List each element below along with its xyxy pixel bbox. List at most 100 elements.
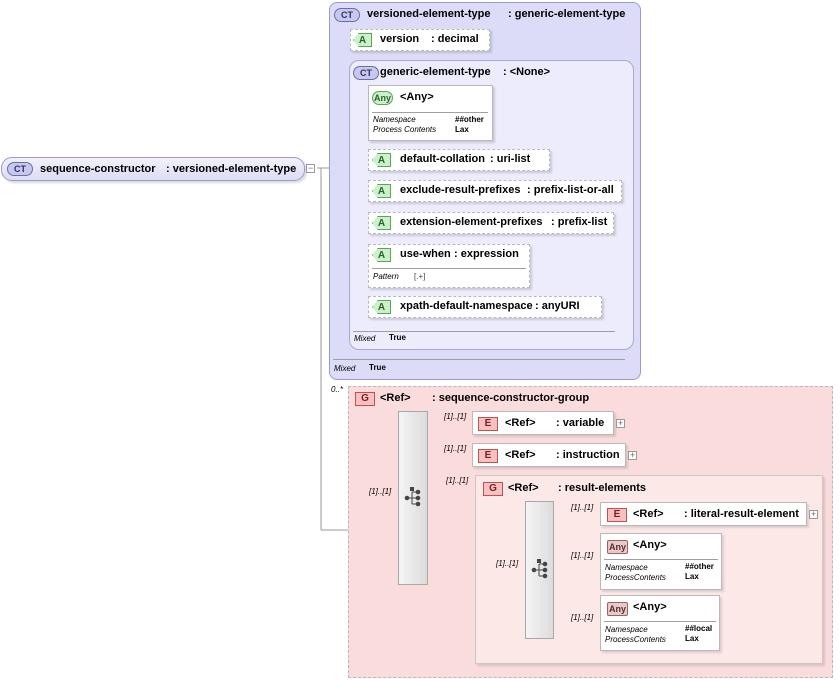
any-wildcard-other[interactable]: Any <Any> Namespace ##other Process Cont… <box>368 85 493 141</box>
collapse-toggle[interactable]: − <box>306 163 315 173</box>
attribute-icon: A <box>372 216 391 230</box>
any-local-cardinality: [1]..[1] <box>571 613 594 622</box>
group-cardinality: 0..* <box>331 385 344 394</box>
element-ref: <Ref> <box>505 449 536 461</box>
divider <box>333 359 625 360</box>
process-contents-label: ProcessContents <box>605 635 666 644</box>
attribute-icon: A <box>372 184 391 198</box>
attribute-icon: A <box>372 248 391 262</box>
mixed-label: Mixed <box>354 334 376 343</box>
element-name: : literal-result-element <box>684 508 799 520</box>
attribute-icon: A <box>372 300 391 314</box>
element-icon: E <box>478 417 498 431</box>
any-icon: Any <box>607 602 628 616</box>
namespace-value: ##other <box>685 562 714 571</box>
sequence-icon <box>531 559 548 579</box>
attribute-name: exclude-result-prefixes <box>400 184 521 196</box>
root-element-name: sequence-constructor <box>40 163 156 175</box>
sequence-compositor[interactable] <box>398 411 428 585</box>
attribute-type: : anyURI <box>535 300 580 312</box>
pattern-value: [.+] <box>414 272 426 281</box>
result-elements-cardinality: [1]..[1] <box>446 476 469 485</box>
attribute-use-when[interactable]: A use-when : expression Pattern [.+] <box>368 244 530 288</box>
any-icon: Any <box>607 540 628 554</box>
divider <box>604 559 718 560</box>
any-wildcard-local[interactable]: Any <Any> Namespace ##local ProcessConte… <box>600 595 720 651</box>
mixed-value: True <box>389 333 406 342</box>
any-other-cardinality: [1]..[1] <box>571 551 594 560</box>
element-ref: <Ref> <box>505 417 536 429</box>
sequence-cardinality: [1]..[1] <box>369 487 392 496</box>
group-ref: <Ref> <box>508 482 539 494</box>
attribute-name: xpath-default-namespace <box>400 300 533 312</box>
divider <box>372 112 488 113</box>
versioned-type-name: versioned-element-type <box>367 8 491 20</box>
group-ref: <Ref> <box>380 392 411 404</box>
root-element-box[interactable]: CT sequence-constructor : versioned-elem… <box>1 157 305 181</box>
namespace-label: Namespace <box>605 625 648 634</box>
group-icon: G <box>483 482 503 496</box>
process-contents-value: Lax <box>685 634 699 643</box>
sequence-icon <box>404 487 421 507</box>
expand-toggle[interactable]: + <box>628 450 637 460</box>
attribute-icon: A <box>372 153 391 167</box>
attribute-name: use-when <box>400 248 451 260</box>
divider <box>372 268 526 269</box>
process-contents-value: Lax <box>685 572 699 581</box>
process-contents-label: ProcessContents <box>605 573 666 582</box>
instruction-cardinality: [1]..[1] <box>444 444 467 453</box>
group-name: : sequence-constructor-group <box>432 392 590 404</box>
root-element-type: : versioned-element-type <box>166 163 297 175</box>
any-name: <Any> <box>400 91 434 103</box>
group-icon: G <box>355 392 375 406</box>
any-icon: Any <box>372 91 393 105</box>
variable-cardinality: [1]..[1] <box>444 412 467 421</box>
namespace-label: Namespace <box>373 115 416 124</box>
element-literal-result-element[interactable]: E <Ref> : literal-result-element <box>600 502 807 526</box>
namespace-value: ##local <box>685 624 713 633</box>
mixed-value: True <box>369 363 386 372</box>
attribute-exclude-result-prefixes[interactable]: A exclude-result-prefixes : prefix-list-… <box>368 180 622 202</box>
any-name: <Any> <box>633 539 667 551</box>
complex-type-icon: CT <box>353 66 379 80</box>
attribute-type: : expression <box>454 248 519 260</box>
generic-type-base: : <None> <box>503 66 551 78</box>
element-instruction[interactable]: E <Ref> : instruction <box>472 443 626 467</box>
sequence-cardinality: [1]..[1] <box>496 559 519 568</box>
element-name: : instruction <box>556 449 620 461</box>
attribute-type: : decimal <box>431 33 479 45</box>
attribute-type: : prefix-list <box>551 216 608 228</box>
attribute-icon: A <box>353 33 372 47</box>
namespace-label: Namespace <box>605 563 648 572</box>
complex-type-icon: CT <box>334 8 360 22</box>
attribute-default-collation[interactable]: A default-collation : uri-list <box>368 149 550 171</box>
process-contents-label: Process Contents <box>373 125 437 134</box>
sequence-compositor[interactable] <box>525 501 554 639</box>
any-wildcard-other[interactable]: Any <Any> Namespace ##other ProcessConte… <box>600 533 722 590</box>
generic-type-name: generic-element-type <box>380 66 491 78</box>
pattern-label: Pattern <box>373 272 399 281</box>
attribute-version[interactable]: A version : decimal <box>350 29 490 51</box>
attribute-name: extension-element-prefixes <box>400 216 543 228</box>
namespace-value: ##other <box>455 115 484 124</box>
process-contents-value: Lax <box>455 125 469 134</box>
attribute-name: default-collation <box>400 153 485 165</box>
any-name: <Any> <box>633 601 667 613</box>
versioned-type-base: : generic-element-type <box>508 8 626 20</box>
expand-toggle[interactable]: + <box>616 418 625 428</box>
attribute-xpath-default-namespace[interactable]: A xpath-default-namespace : anyURI <box>368 296 602 318</box>
literal-cardinality: [1]..[1] <box>571 503 594 512</box>
element-variable[interactable]: E <Ref> : variable <box>472 411 614 435</box>
attribute-name: version <box>380 33 420 45</box>
element-name: : variable <box>556 417 605 429</box>
divider <box>604 621 716 622</box>
element-ref: <Ref> <box>633 508 664 520</box>
element-icon: E <box>607 508 627 522</box>
element-icon: E <box>478 449 498 463</box>
expand-toggle[interactable]: + <box>809 509 818 519</box>
attribute-type: : uri-list <box>490 153 531 165</box>
attribute-type: : prefix-list-or-all <box>527 184 614 196</box>
attribute-extension-element-prefixes[interactable]: A extension-element-prefixes : prefix-li… <box>368 212 614 234</box>
complex-type-icon: CT <box>7 162 33 176</box>
divider <box>353 331 615 332</box>
